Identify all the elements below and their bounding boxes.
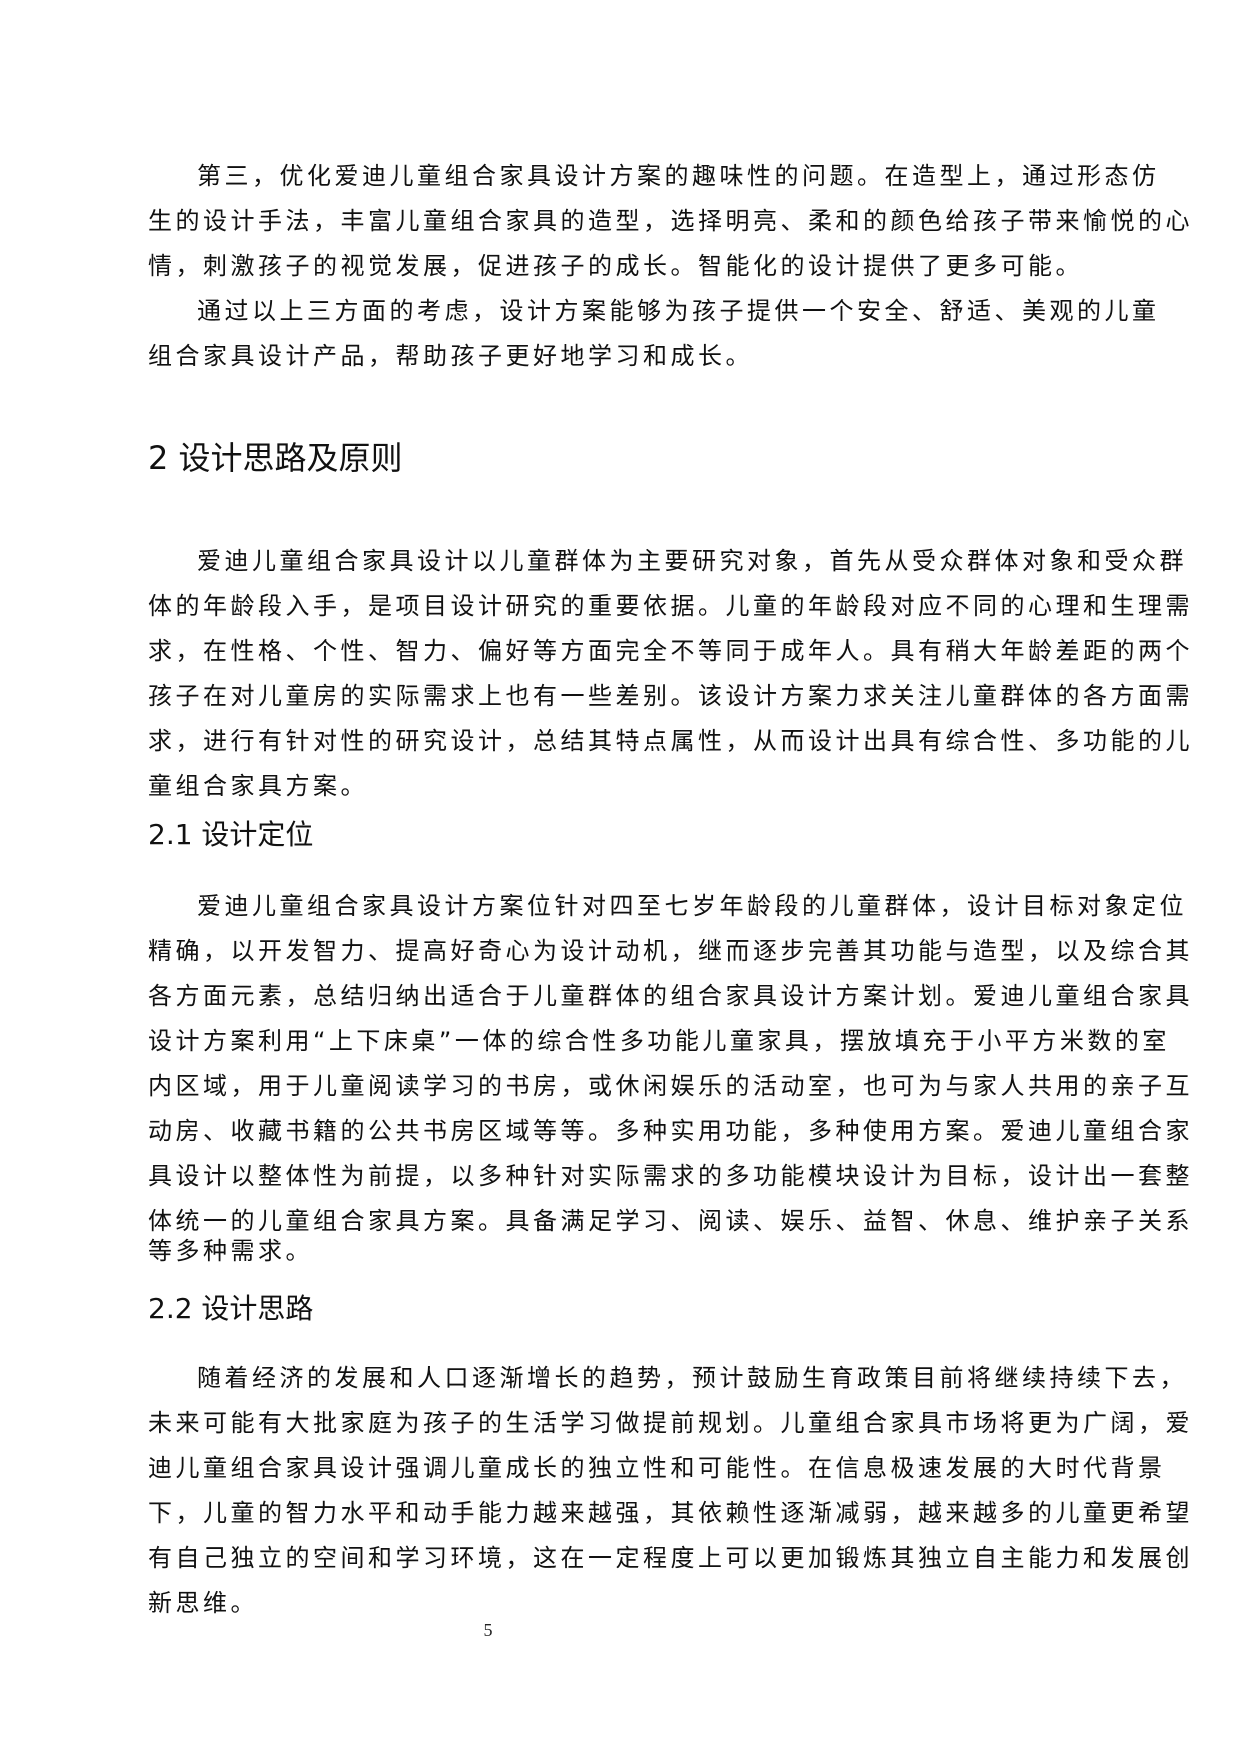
- text-line: 孩子在对儿童房的实际需求上也有一些差别。该设计方案力求关注儿童群体的各方面需: [148, 682, 1193, 710]
- text-line: 下，儿童的智力水平和动手能力越来越强，其依赖性逐渐减弱，越来越多的儿童更希望: [148, 1499, 1193, 1527]
- text-line: 动房、收藏书籍的公共书房区域等等。多种实用功能，多种使用方案。爱迪儿童组合家: [148, 1117, 1193, 1145]
- text-line: 各方面元素，总结归纳出适合于儿童群体的组合家具设计方案计划。爱迪儿童组合家具: [148, 982, 1193, 1010]
- text-line: 精确，以开发智力、提高好奇心为设计动机，继而逐步完善其功能与造型，以及综合其: [148, 937, 1193, 965]
- text-line: 组合家具设计产品，帮助孩子更好地学习和成长。: [148, 342, 753, 370]
- text-line: 未来可能有大批家庭为孩子的生活学习做提前规划。儿童组合家具市场将更为广阔，爱: [148, 1409, 1193, 1437]
- section-heading-2: 2 设计思路及原则: [148, 439, 403, 477]
- text-line: 情，刺激孩子的视觉发展，促进孩子的成长。智能化的设计提供了更多可能。: [148, 252, 1083, 280]
- text-line: 具设计以整体性为前提，以多种针对实际需求的多功能模块设计为目标，设计出一套整: [148, 1162, 1193, 1190]
- text-line: 通过以上三方面的考虑，设计方案能够为孩子提供一个安全、舒适、美观的儿童: [197, 297, 1160, 325]
- text-line: 求，进行有针对性的研究设计，总结其特点属性，从而设计出具有综合性、多功能的儿: [148, 727, 1193, 755]
- text-line: 求，在性格、个性、智力、偏好等方面完全不等同于成年人。具有稍大年龄差距的两个: [148, 637, 1193, 665]
- text-line: 设计方案利用“上下床桌”一体的综合性多功能儿童家具，摆放填充于小平方米数的室: [148, 1027, 1170, 1055]
- text-line: 有自己独立的空间和学习环境，这在一定程度上可以更加锻炼其独立自主能力和发展创: [148, 1544, 1193, 1572]
- text-line: 内区域，用于儿童阅读学习的书房，或休闲娱乐的活动室，也可为与家人共用的亲子互: [148, 1072, 1193, 1100]
- text-line: 迪儿童组合家具设计强调儿童成长的独立性和可能性。在信息极速发展的大时代背景: [148, 1454, 1166, 1482]
- text-line: 体的年龄段入手，是项目设计研究的重要依据。儿童的年龄段对应不同的心理和生理需: [148, 592, 1193, 620]
- text-line: 第三，优化爱迪儿童组合家具设计方案的趣味性的问题。在造型上，通过形态仿: [197, 162, 1160, 190]
- page-number: 5: [483, 1620, 493, 1640]
- text-line: 童组合家具方案。: [148, 772, 368, 800]
- section-heading-2-2: 2.2 设计思路: [148, 1292, 314, 1325]
- text-line: 等多种需求。: [148, 1237, 313, 1265]
- text-line: 生的设计手法，丰富儿童组合家具的造型，选择明亮、柔和的颜色给孩子带来愉悦的心: [148, 207, 1193, 235]
- text-line: 体统一的儿童组合家具方案。具备满足学习、阅读、娱乐、益智、休息、维护亲子关系: [148, 1207, 1193, 1235]
- text-line: 随着经济的发展和人口逐渐增长的趋势，预计鼓励生育政策目前将继续持续下去，: [197, 1364, 1187, 1392]
- text-line: 爱迪儿童组合家具设计方案位针对四至七岁年龄段的儿童群体，设计目标对象定位: [197, 892, 1187, 920]
- text-line: 新思维。: [148, 1589, 258, 1617]
- text-line: 爱迪儿童组合家具设计以儿童群体为主要研究对象，首先从受众群体对象和受众群: [197, 547, 1187, 575]
- section-heading-2-1: 2.1 设计定位: [148, 818, 314, 851]
